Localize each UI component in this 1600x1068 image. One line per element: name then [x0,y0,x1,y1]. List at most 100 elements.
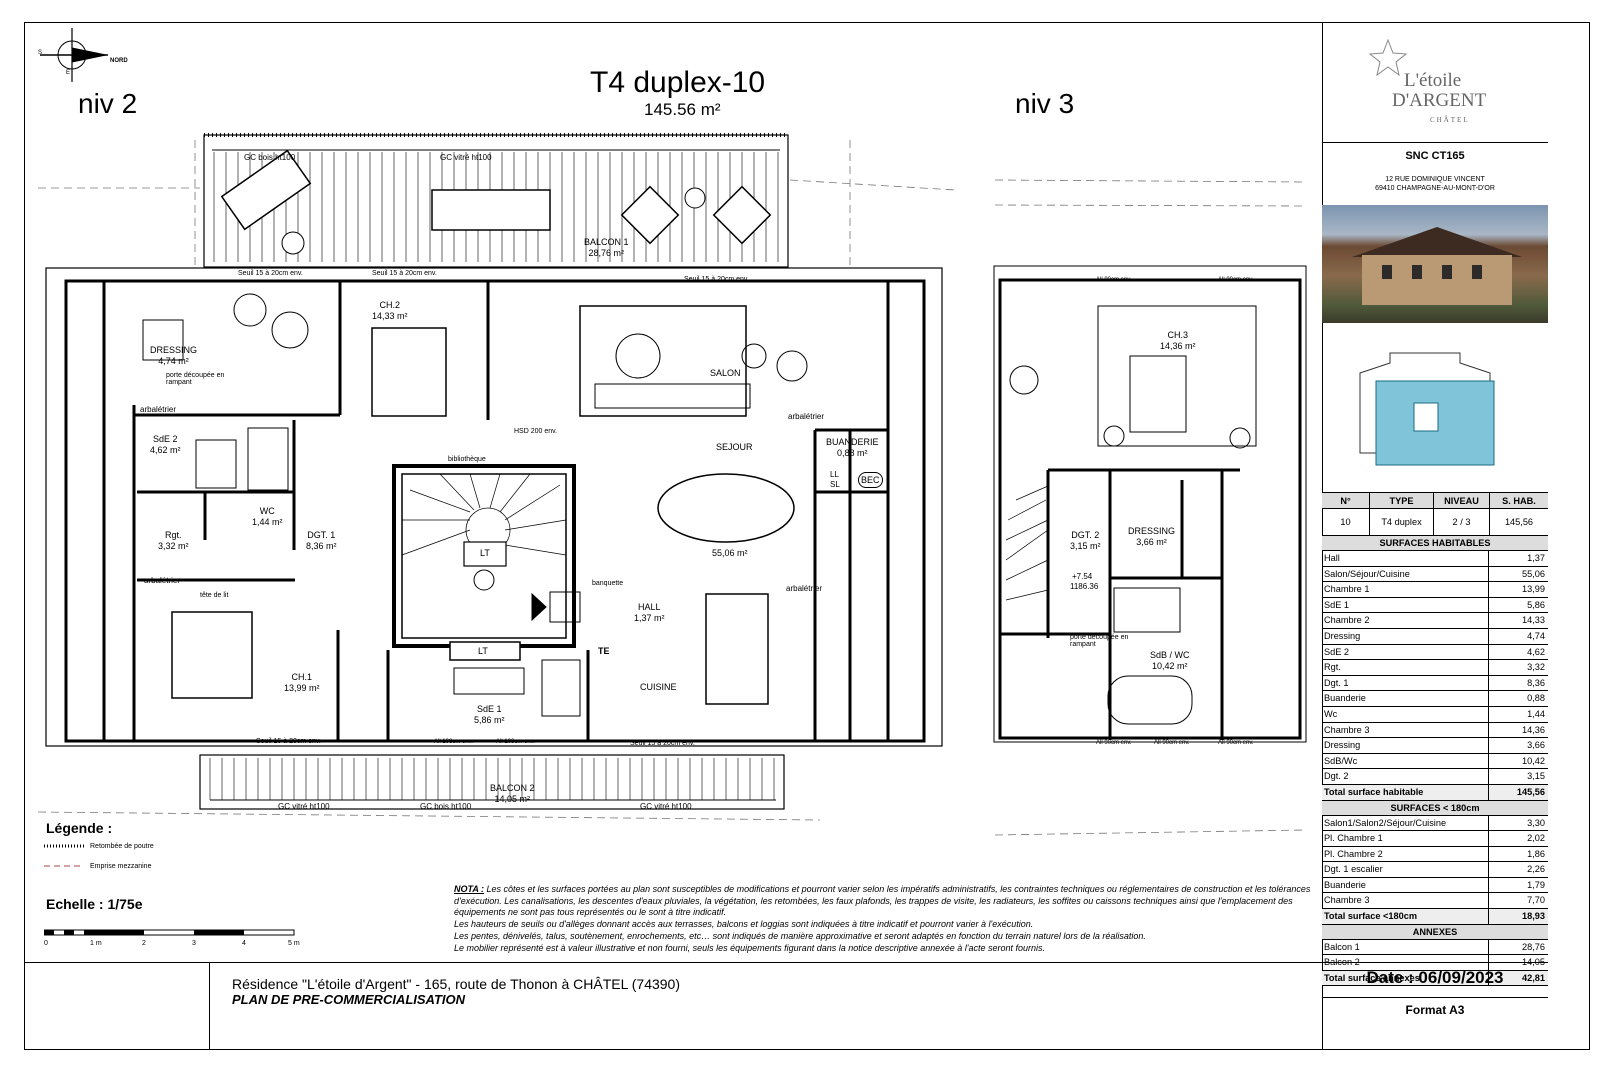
surface-value: 0,88 [1527,693,1545,704]
allege-label: All 90cm env. [1218,740,1254,746]
surface-label: Buanderie [1322,691,1489,706]
surface-value: 1,44 [1527,708,1545,719]
room-sejour: SEJOUR [716,442,753,452]
surface-value: 2,26 [1527,864,1545,875]
section-annexes: ANNEXES [1322,924,1548,940]
sidebar-divider [1322,142,1548,143]
surface-value: 10,42 [1522,755,1545,766]
compass-s-label: S [38,50,43,56]
ll-label: LL [830,470,839,479]
surface-value: 1,37 [1527,553,1545,563]
surface-row: Wc 1,44 [1322,706,1548,723]
scale-tick: 0 [44,940,48,947]
surface-value: 28,76 [1522,941,1545,952]
room-cuisine: CUISINE [640,682,677,692]
surface-value: 3,32 [1527,662,1545,673]
surface-label: Chambre 1 [1322,582,1489,597]
gc-vitre-bl: GC vitré ht100 [278,802,330,811]
niv3-outline [993,265,1307,743]
lt-label: LT [478,646,488,656]
star-logo-icon [1368,38,1408,77]
nota-line: Les pentes, dénivelés, talus, soutènemen… [454,930,1146,941]
surface-label: Buanderie [1322,877,1489,893]
arbaletrier-label: arbalétrier [140,405,177,414]
scale-label: Echelle : 1/75e [46,896,143,912]
surface-value: 4,62 [1527,646,1545,657]
surface-label: Chambre 2 [1322,613,1489,628]
porte-decoupee-label: porte découpée en rampant [166,372,225,386]
hsd-label: HSD 200 env. [514,428,558,435]
scale-bar [44,929,295,936]
surface-value: 8,36 [1527,677,1545,688]
surface-label: SdE 1 [1322,597,1489,613]
allege-label: All 90cm env. [1096,277,1132,283]
scale-tick: 3 [192,940,196,947]
surface-label: Rgt. [1322,660,1489,675]
surface-180-row: Buanderie 1,79 [1322,877,1548,894]
compass-e-label: E [66,70,71,76]
tete-de-lit-label: tête de lit [200,592,229,599]
surface-label: Chambre 3 [1322,722,1489,738]
table-header-cell: TYPE [1370,493,1434,508]
porte-decoupee-label: porte découpée en rampant [1070,634,1129,648]
surface-label: Wc [1322,706,1489,722]
table-header-cell: N° [1322,493,1370,508]
surface-label: SdB/Wc [1322,753,1489,769]
allege-label: All 108cm env. [496,739,535,745]
surface-table: N° TYPE NIVEAU S. HAB. 10 T4 duplex 2 / … [1322,492,1548,987]
gc-vitre-top: GC vitré ht100 [440,153,492,162]
table-header-cell: NIVEAU [1434,493,1490,508]
arbaletrier-label: arbalétrier [788,412,825,421]
surface-label: SdE 2 [1322,644,1489,660]
seuil-label: Seuil 15 à 20cm env. [256,738,321,745]
nota-label: NOTA : [454,884,484,894]
surface-value: 2,02 [1527,833,1545,844]
surface-label: Dgt. 2 [1322,769,1489,784]
key-plan-image [1350,343,1500,473]
surface-value: 14,36 [1522,724,1545,735]
nota-line: Les hauteurs de seuils ou d'allèges donn… [454,919,1034,930]
table-cell: 145,56 [1504,517,1534,527]
niv2-outline [45,267,943,747]
logo-line-3: CHÂTEL [1430,116,1470,124]
te-label: TE [598,646,610,656]
surface-label: Dressing [1322,738,1489,753]
date-label: Date : 06/09/2023 [1322,962,1548,998]
legend-item-retombee: Retombée de poutre [90,843,154,850]
nota-line: Le mobilier représenté est à valeur illu… [454,942,1046,953]
table-cell: 2 / 3 [1434,509,1490,535]
nota-block: NOTA : Les côtes et les surfaces portées… [454,884,1314,954]
table-header-row: N° TYPE NIVEAU S. HAB. [1322,492,1548,509]
arbaletrier-label: arbalétrier [786,584,823,593]
bibliotheque-label: bibliothèque [448,456,486,463]
seuil-label: Seuil 15 à 20cm env. [238,270,303,277]
legend-swatches [44,844,84,867]
surface-label: Pl. Chambre 2 [1322,846,1489,862]
footer-left-box [24,962,210,1050]
scale-tick: 1 m [90,940,102,947]
scale-tick: 2 [142,940,146,947]
table-header-cell: S. HAB. [1502,495,1536,506]
building-photo [1322,205,1548,323]
surface-value: 55,06 [1522,568,1545,579]
legend-title: Légende : [46,820,113,836]
table-value-row: 10 T4 duplex 2 / 3 145,56 [1322,509,1548,536]
gc-bois-top: GC bois ht100 [244,153,296,162]
surface-value: 1,79 [1527,879,1545,890]
surface-row: SdB/Wc 10,42 [1322,753,1548,770]
allege-label: All 90cm env. [1154,740,1190,746]
surface-value: 3,30 [1527,817,1545,828]
plan-area: 145.56 m² [644,100,721,119]
